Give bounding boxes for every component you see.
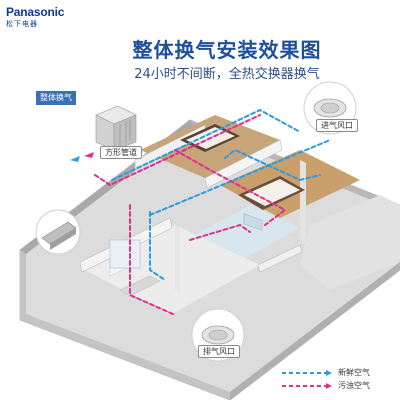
brand-subtitle: 松下电器	[6, 20, 38, 28]
outer-wall-front-left	[20, 250, 230, 400]
fresh-air-path-main	[111, 108, 301, 181]
legend: 新鲜空气 污浊空气	[282, 367, 397, 393]
fresh-air-paths	[111, 108, 331, 281]
stale-air-path-bedroom	[174, 149, 287, 226]
section-badge: 整体换气	[36, 91, 76, 105]
bed-2-sheet	[244, 179, 300, 206]
stale-air-path-living	[129, 204, 176, 316]
brand-name: Panasonic	[6, 5, 65, 19]
brand-logo: Panasonic 松下电器	[6, 5, 70, 29]
outer-wall-front-right	[230, 262, 400, 400]
window-bedroom	[243, 213, 263, 231]
legend-item-fresh: 新鲜空气	[282, 367, 397, 378]
stale-air-paths	[94, 114, 287, 316]
page-title: 整体换气安装效果图	[132, 38, 322, 62]
callout-square-duct: 方形管道	[100, 146, 142, 159]
stale-air-path-main	[94, 114, 261, 187]
hall-floor	[300, 195, 400, 290]
inner-wall-5	[257, 244, 303, 273]
fresh-air-path-hall	[149, 139, 331, 216]
duct-unit-closeup	[35, 209, 81, 255]
intake-arrows	[70, 152, 94, 162]
callout-air-inlet: 进气风口	[316, 119, 358, 132]
callout-air-outlet: 排气风口	[198, 345, 240, 358]
fresh-air-path-living	[149, 211, 166, 281]
legend-item-stale: 污浊空气	[282, 380, 397, 391]
inner-wall-4	[175, 225, 180, 293]
legend-label-fresh: 新鲜空气	[338, 368, 370, 377]
legend-swatch-fresh	[282, 370, 332, 376]
inner-wall-2	[204, 139, 283, 189]
inner-wall-6	[300, 160, 306, 243]
legend-swatch-stale	[282, 383, 332, 389]
legend-label-stale: 污浊空气	[338, 381, 370, 390]
page-subtitle: 24小时不间断，全热交换器换气	[134, 67, 320, 82]
heat-exchanger-unit	[95, 105, 137, 151]
stale-air-path-bath	[189, 223, 251, 241]
window-living	[109, 239, 141, 269]
